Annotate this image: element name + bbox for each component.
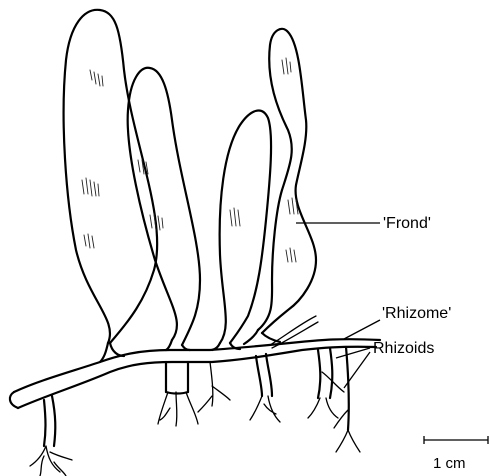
- rhizoids-label: Rhizoids: [373, 341, 434, 357]
- frond-label: 'Frond': [383, 216, 431, 232]
- frond-4: [258, 29, 316, 333]
- scale-bar-label: 1 cm: [433, 456, 466, 471]
- rhizome-leader: [344, 320, 380, 339]
- rhizome-tail: [10, 392, 18, 408]
- rhizome-lower: [18, 347, 376, 408]
- scale-bar: [424, 436, 488, 444]
- rhizoids-group: [30, 362, 360, 476]
- rhizoids-leader-1: [336, 348, 370, 358]
- frond-1: [64, 10, 158, 343]
- rhizome-label: 'Rhizome': [382, 306, 451, 322]
- frond-3: [220, 111, 271, 343]
